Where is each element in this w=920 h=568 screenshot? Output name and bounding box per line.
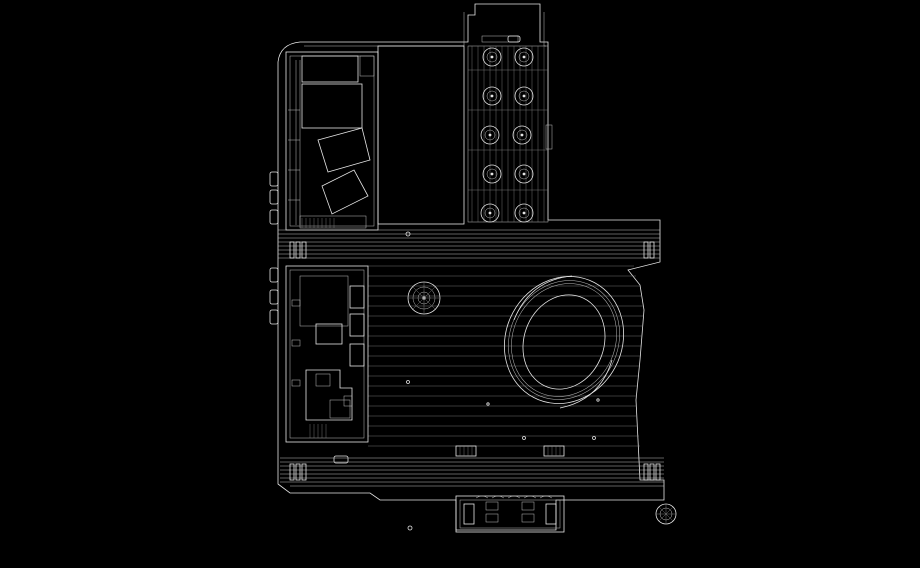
tree-symbol xyxy=(512,125,532,145)
tree-symbol xyxy=(482,164,502,184)
north-building xyxy=(285,51,379,231)
tree-symbol xyxy=(482,47,502,67)
upper-street xyxy=(278,229,660,259)
oval-pavilion xyxy=(503,275,625,409)
tree-symbol xyxy=(514,86,534,106)
lower-street xyxy=(280,457,664,487)
north-building-stair xyxy=(301,218,335,228)
south-annex xyxy=(407,495,565,533)
tree-symbol xyxy=(480,203,500,223)
tree-symbol xyxy=(514,47,534,67)
tree-symbol xyxy=(482,86,502,106)
plaza-feature-tree xyxy=(407,281,441,315)
tree-symbol xyxy=(514,203,534,223)
tree-symbol xyxy=(514,164,534,184)
open-courtyard xyxy=(377,45,465,225)
site-outline xyxy=(277,3,665,531)
tree-symbol xyxy=(480,125,500,145)
parked-cars xyxy=(269,35,521,464)
plaza-symbols xyxy=(406,380,600,457)
south-building xyxy=(285,265,369,443)
north-arrow-icon xyxy=(655,503,677,525)
tree-grove xyxy=(467,35,553,223)
